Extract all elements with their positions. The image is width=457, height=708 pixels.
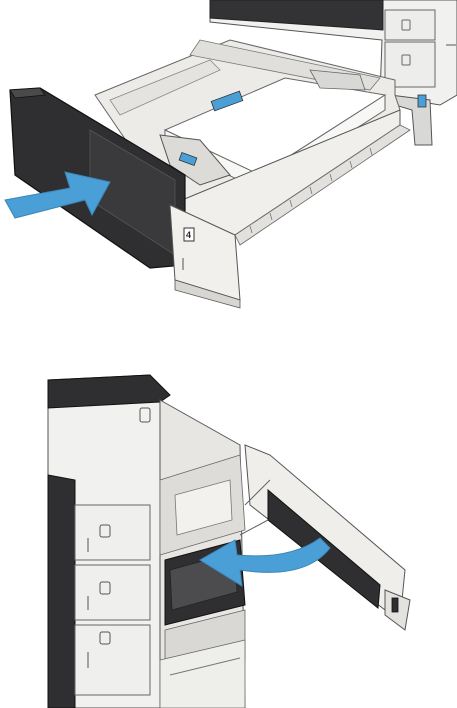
printer-body: [48, 375, 170, 708]
tray-number-label: 4: [186, 230, 191, 240]
tray-close-illustration: 4: [0, 0, 457, 330]
tray-close-svg: 4: [0, 0, 457, 330]
door-close-svg: [0, 360, 457, 708]
side-door: [240, 445, 410, 630]
door-close-illustration: [0, 360, 457, 708]
